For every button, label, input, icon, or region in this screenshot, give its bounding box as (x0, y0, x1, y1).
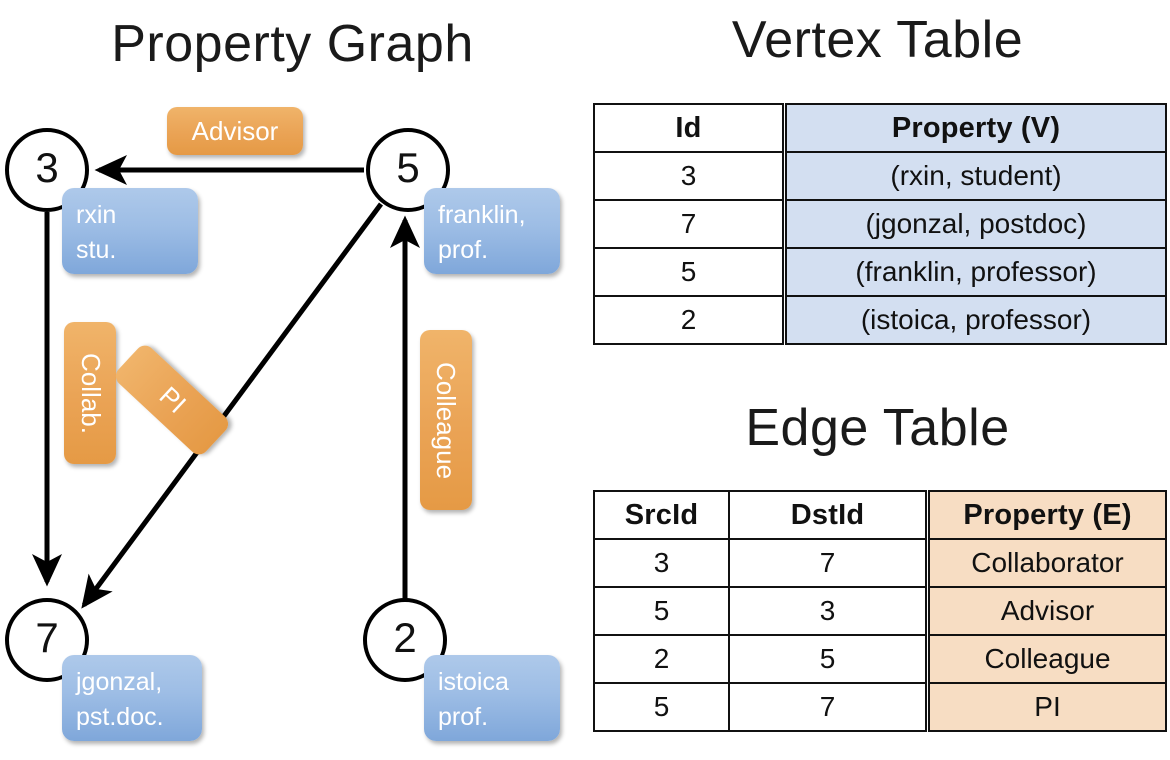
graph-node-3-property-box: rxin stu. (62, 188, 198, 274)
edge-row-0-src: 3 (593, 538, 730, 588)
graph-edge-label-advisor-text: Advisor (191, 115, 279, 146)
graph-node-5-id: 5 (396, 144, 420, 191)
edge-row-1-dst: 3 (728, 586, 929, 636)
graph-edges-svg (32, 155, 420, 609)
edge-table: SrcId DstId Property (E) 3 7 Collaborato… (593, 490, 1167, 732)
vertex-row-3-id: 2 (593, 295, 786, 345)
edge-row-3-property: PI (925, 682, 1167, 732)
page-title-property-graph: Property Graph (111, 15, 474, 73)
table-row[interactable]: 3 7 Collaborator (593, 538, 1167, 588)
graph-edge-label-pi-text: PI (153, 380, 192, 419)
graph-edge-label-collab: Collab. (64, 322, 116, 464)
edge-table-header-srcid: SrcId (593, 490, 730, 540)
vertex-table-header-property: Property (V) (782, 103, 1167, 153)
edge-row-2-src: 2 (593, 634, 730, 684)
vertex-table: Id Property (V) 3 (rxin, student) 7 (jgo… (593, 103, 1167, 345)
graph-node-5-property-box: franklin, prof. (424, 188, 560, 274)
graph-node-2-property-box: istoica prof. (424, 655, 560, 741)
vertex-row-3-property: (istoica, professor) (782, 295, 1167, 345)
table-row[interactable]: 2 (istoica, professor) (593, 295, 1167, 345)
edge-row-3-dst: 7 (728, 682, 929, 732)
edge-table-header-dstid: DstId (728, 490, 929, 540)
property-graph-diagram: 3 5 7 2 rxin stu. franklin, prof. jgonza… (5, 107, 560, 741)
graph-node-2-id: 2 (393, 614, 417, 661)
edge-row-2-property: Colleague (925, 634, 1167, 684)
table-row[interactable]: 2 5 Colleague (593, 634, 1167, 684)
vertex-row-0-property: (rxin, student) (782, 151, 1167, 201)
graph-node-3-id: 3 (35, 144, 59, 191)
edge-row-3-src: 5 (593, 682, 730, 732)
edge-table-header-row: SrcId DstId Property (E) (593, 490, 1167, 540)
page-title-vertex-table: Vertex Table (731, 11, 1024, 69)
vertex-row-1-id: 7 (593, 199, 786, 249)
table-row[interactable]: 3 (rxin, student) (593, 151, 1167, 201)
edge-row-2-dst: 5 (728, 634, 929, 684)
vertex-row-2-id: 5 (593, 247, 786, 297)
table-row[interactable]: 7 (jgonzal, postdoc) (593, 199, 1167, 249)
edge-row-0-property: Collaborator (925, 538, 1167, 588)
page-title-edge-table: Edge Table (745, 399, 1010, 457)
graph-node-2[interactable]: 2 (363, 598, 447, 682)
vertex-row-1-property: (jgonzal, postdoc) (782, 199, 1167, 249)
graph-edge-label-colleague-text: Colleague (431, 361, 462, 479)
table-row[interactable]: 5 (franklin, professor) (593, 247, 1167, 297)
edge-row-1-src: 5 (593, 586, 730, 636)
edge-row-0-dst: 7 (728, 538, 929, 588)
graph-node-7-property-box: jgonzal, pst.doc. (62, 655, 202, 741)
graph-node-7-id: 7 (35, 614, 59, 661)
graph-edge-label-advisor: Advisor (167, 107, 303, 155)
vertex-row-0-id: 3 (593, 151, 786, 201)
vertex-table-header-id: Id (593, 103, 786, 153)
edge-table-header-property: Property (E) (925, 490, 1167, 540)
graph-edge-label-colleague: Colleague (420, 330, 472, 510)
graph-edge-label-collab-text: Collab. (75, 352, 106, 434)
vertex-table-header-row: Id Property (V) (593, 103, 1167, 153)
vertex-row-2-property: (franklin, professor) (782, 247, 1167, 297)
table-row[interactable]: 5 3 Advisor (593, 586, 1167, 636)
edge-5-to-7 (81, 202, 384, 609)
graph-node-5[interactable]: 5 (366, 128, 450, 212)
table-row[interactable]: 5 7 PI (593, 682, 1167, 732)
edge-row-1-property: Advisor (925, 586, 1167, 636)
